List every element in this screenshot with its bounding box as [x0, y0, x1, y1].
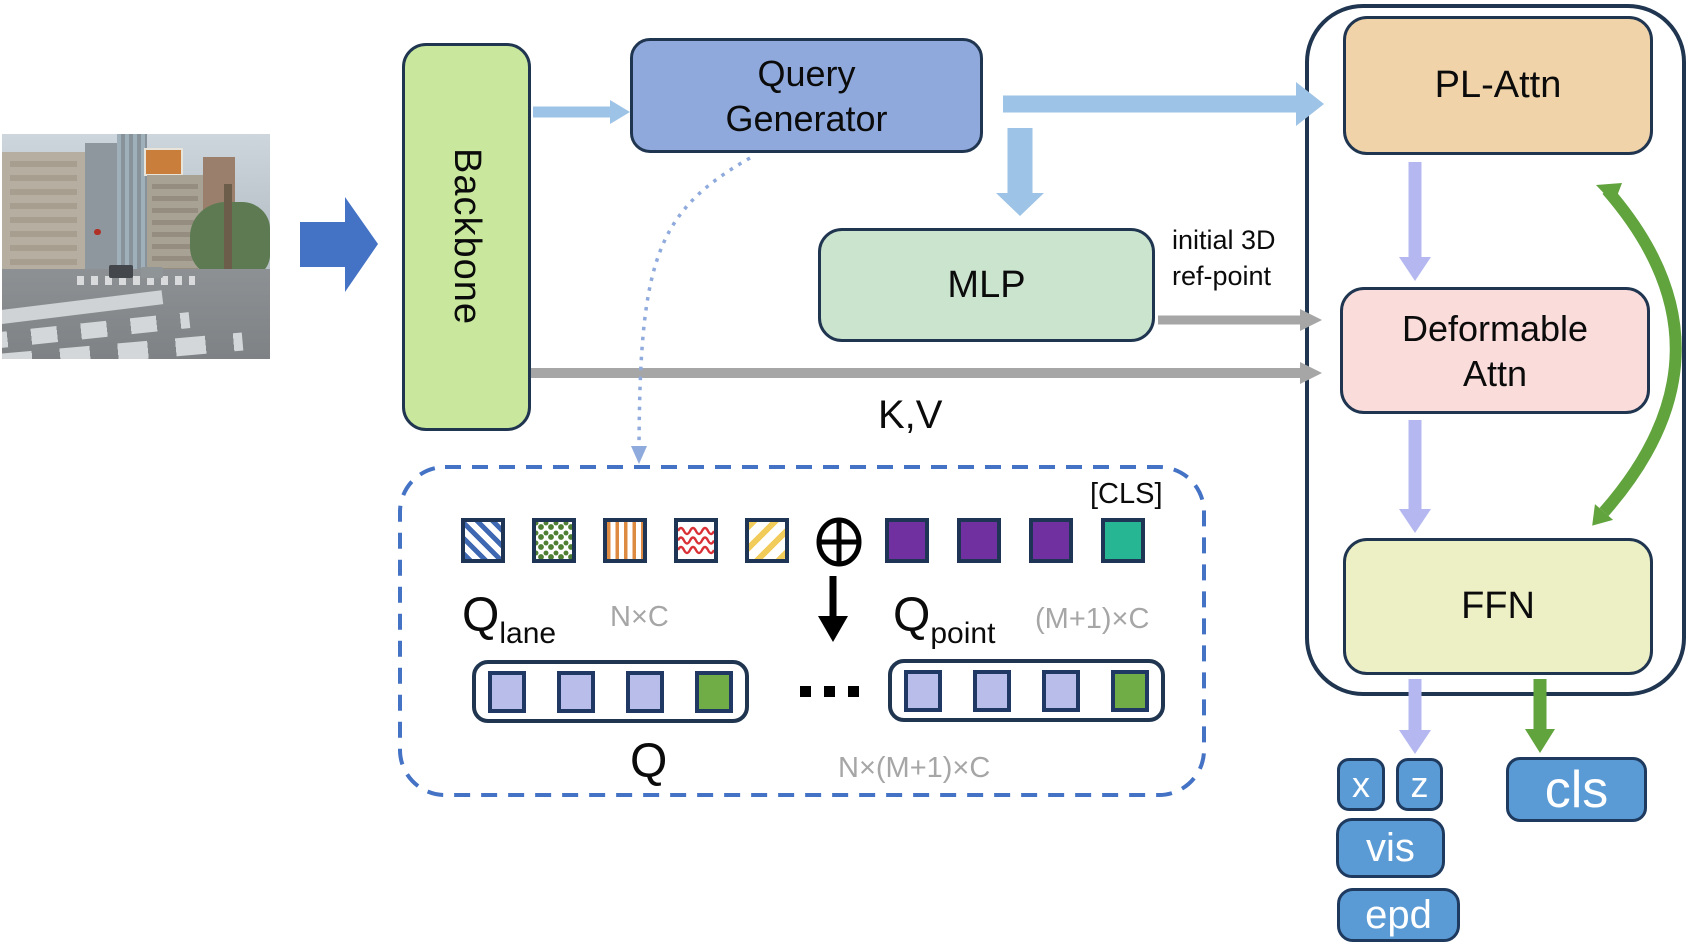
query-generator-line2: Generator: [725, 97, 888, 139]
input-arrow: [300, 197, 378, 292]
qg-to-queries-dotted-curve: [637, 156, 751, 449]
ffn-to-outputs-arrowhead: [1399, 730, 1431, 754]
q-point-label: Qpoint: [893, 592, 995, 651]
cls-token-label: [CLS]: [1090, 478, 1163, 510]
lavender-cell: [904, 669, 942, 712]
q-point-dim-label: (M+1)×C: [1035, 603, 1150, 635]
refpoint-line1: initial 3D: [1172, 225, 1276, 255]
output-epd-box: epd: [1337, 888, 1460, 942]
stripes-orange-pattern-token: [603, 518, 647, 563]
q-point-sub: point: [930, 617, 996, 650]
lane-query-tokens: [461, 518, 789, 563]
ellipsis-dots: [800, 686, 859, 697]
photo-glass-tower: [117, 134, 147, 278]
photo-billboard: [144, 147, 183, 177]
lavender-cell: [488, 670, 526, 713]
teal-token: [1101, 518, 1145, 563]
q-lane-base: Q: [462, 589, 500, 642]
photo-car2: [141, 266, 163, 278]
purple-token: [957, 518, 1001, 563]
street-photo: [2, 134, 270, 359]
green-cell: [695, 670, 733, 713]
purple-token: [1029, 518, 1073, 563]
lavender-cell: [1042, 669, 1080, 712]
output-cls-box: cls: [1506, 757, 1647, 822]
backbone-label: Backbone: [446, 148, 488, 326]
refpoint-line2: ref-point: [1172, 261, 1272, 292]
query-generator-label: Query Generator: [725, 51, 887, 141]
diagonal-blue-pattern-token: [461, 518, 505, 563]
q-lane-dim-label: N×C: [610, 601, 669, 633]
photo-car1: [109, 264, 134, 278]
lavender-cell: [973, 669, 1011, 712]
output-vis-label: vis: [1366, 825, 1415, 870]
q-label: Q: [630, 738, 667, 786]
oplus-icon: [816, 517, 862, 567]
waves-red-pattern-token: [674, 518, 718, 563]
refpoint-label: initial 3D ref-point: [1172, 222, 1276, 295]
photo-traffic-light: [94, 228, 102, 236]
output-x-box: x: [1337, 758, 1385, 811]
output-vis-box: vis: [1336, 818, 1445, 878]
q-lane-label: Qlane: [462, 592, 556, 651]
query-generator-line1: Query: [757, 52, 856, 94]
output-z-box: z: [1396, 758, 1443, 811]
q-point-base: Q: [893, 589, 931, 642]
ffn-to-cls-arrowhead: [1525, 729, 1555, 753]
photo-crosswalk-far: [77, 275, 195, 285]
deformable-line1: Deformable: [1401, 307, 1589, 349]
q-lane-sub: lane: [499, 617, 557, 650]
q-base: Q: [630, 735, 668, 788]
pl-attn-label: PL-Attn: [1434, 64, 1562, 106]
ffn-block: FFN: [1343, 538, 1653, 675]
backbone-to-qg-arrowhead: [610, 100, 630, 124]
oplus-down-arrowhead: [818, 616, 848, 642]
dot: [824, 686, 835, 697]
output-z-label: z: [1410, 763, 1429, 805]
kv-label: K,V: [878, 393, 943, 437]
output-epd-label: epd: [1365, 892, 1432, 937]
q-dim-label: N×(M+1)×C: [838, 752, 991, 784]
dot: [848, 686, 859, 697]
green-cell: [1111, 669, 1149, 712]
qg-to-queries-arrowhead: [631, 446, 647, 464]
lane-query-vector: [472, 660, 749, 723]
lavender-cell: [626, 670, 664, 713]
deformable-attn-block: Deformable Attn: [1340, 287, 1650, 414]
output-x-label: x: [1352, 763, 1370, 805]
dots-green-pattern-token: [532, 518, 576, 563]
dot: [800, 686, 811, 697]
deformable-line2: Attn: [1462, 352, 1528, 394]
point-query-tokens: [885, 518, 1145, 563]
mlp-label: MLP: [947, 263, 1026, 306]
ffn-label: FFN: [1461, 585, 1535, 627]
backbone-block: Backbone: [402, 43, 531, 431]
point-query-vector: [888, 659, 1165, 722]
lavender-cell: [557, 670, 595, 713]
qg-to-mlp-arrowhead: [996, 193, 1044, 216]
output-cls-label: cls: [1544, 760, 1609, 819]
diagonal-yellow-pattern-token: [745, 518, 789, 563]
photo-palm: [224, 183, 233, 274]
mlp-block: MLP: [818, 228, 1155, 342]
photo-building-left-windows: [10, 161, 78, 274]
purple-token: [885, 518, 929, 563]
query-generator-block: Query Generator: [630, 38, 983, 153]
photo-building-mid: [85, 143, 118, 283]
deformable-attn-label: Deformable Attn: [1402, 306, 1588, 396]
pl-attn-block: PL-Attn: [1343, 16, 1653, 155]
